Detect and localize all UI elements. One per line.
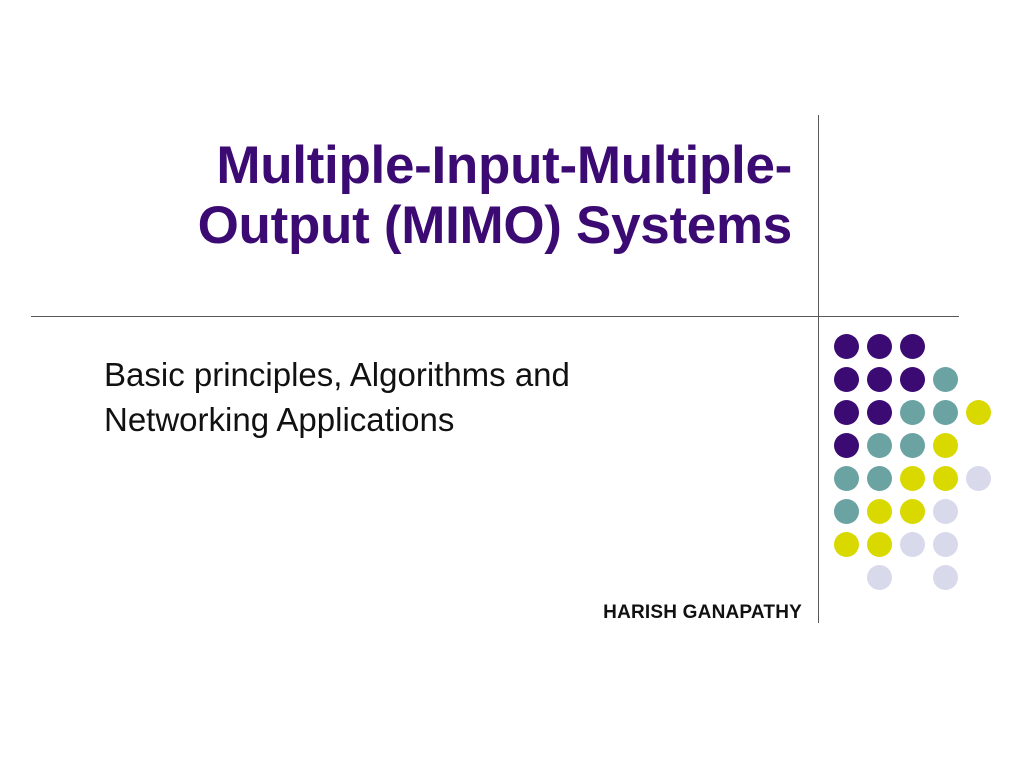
author-block: HARISH GANAPATHY bbox=[300, 602, 802, 624]
decorative-dot-lavender bbox=[933, 532, 958, 557]
decorative-dot-lavender bbox=[933, 499, 958, 524]
decorative-dot-purple bbox=[834, 334, 859, 359]
decorative-dot-teal bbox=[867, 433, 892, 458]
decorative-dot-teal bbox=[900, 400, 925, 425]
slide-subtitle: Basic principles, Algorithms and Network… bbox=[104, 353, 794, 442]
decorative-dot-yellow bbox=[834, 532, 859, 557]
decorative-dot-lavender bbox=[900, 532, 925, 557]
horizontal-divider bbox=[31, 316, 959, 317]
decorative-dot-yellow bbox=[867, 532, 892, 557]
title-line-1: Multiple-Input-Multiple- bbox=[216, 136, 792, 195]
decorative-dot-yellow bbox=[900, 499, 925, 524]
decorative-dot-yellow bbox=[933, 433, 958, 458]
subtitle-line-1: Basic principles, Algorithms and bbox=[104, 356, 570, 393]
decorative-dot-purple bbox=[867, 367, 892, 392]
decorative-dot-purple bbox=[834, 367, 859, 392]
decorative-dot-purple bbox=[867, 400, 892, 425]
decorative-dot-lavender bbox=[966, 466, 991, 491]
decorative-dot-yellow bbox=[933, 466, 958, 491]
decorative-dot-teal bbox=[933, 367, 958, 392]
decorative-dot-purple bbox=[900, 334, 925, 359]
decorative-dot-matrix bbox=[834, 334, 1014, 590]
decorative-dot-teal bbox=[867, 466, 892, 491]
decorative-dot-lavender bbox=[867, 565, 892, 590]
decorative-dot-yellow bbox=[966, 400, 991, 425]
decorative-dot-purple bbox=[867, 334, 892, 359]
title-line-2: Output (MIMO) Systems bbox=[197, 196, 793, 256]
decorative-dot-teal bbox=[834, 466, 859, 491]
decorative-dot-teal bbox=[933, 400, 958, 425]
decorative-dot-purple bbox=[834, 400, 859, 425]
decorative-dot-purple bbox=[834, 433, 859, 458]
decorative-dot-lavender bbox=[933, 565, 958, 590]
decorative-dot-purple bbox=[900, 367, 925, 392]
author-name: HARISH GANAPATHY bbox=[603, 602, 802, 623]
decorative-dot-yellow bbox=[900, 466, 925, 491]
decorative-dot-yellow bbox=[867, 499, 892, 524]
vertical-divider bbox=[818, 115, 819, 623]
decorative-dot-teal bbox=[900, 433, 925, 458]
subtitle-line-2: Networking Applications bbox=[104, 400, 455, 438]
decorative-dot-teal bbox=[834, 499, 859, 524]
slide-title: Multiple-Input-Multiple- Output (MIMO) S… bbox=[40, 136, 793, 257]
